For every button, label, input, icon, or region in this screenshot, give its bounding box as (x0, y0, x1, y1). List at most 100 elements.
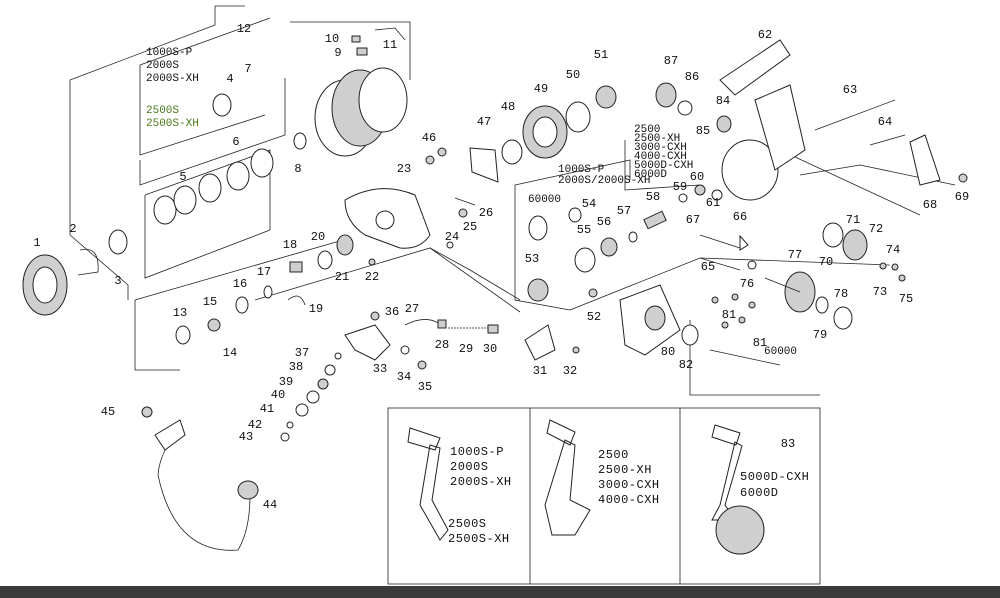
part-label-81: 81 (722, 308, 736, 322)
part-label-72: 72 (869, 222, 883, 236)
parts (22, 27, 968, 551)
handle-middle-variant-0: 2500 (598, 448, 629, 462)
part-label-29: 29 (459, 342, 473, 356)
part-label-42: 42 (248, 418, 262, 432)
part-label-5: 5 (179, 170, 186, 184)
part-label-77: 77 (788, 248, 802, 262)
part-label-8: 8 (294, 162, 301, 176)
handle-right-variant-1: 6000D (740, 486, 779, 500)
part-label-50: 50 (566, 68, 580, 82)
part-label-55: 55 (577, 223, 591, 237)
part-label-24: 24 (445, 230, 459, 244)
part-label-19: 19 (309, 302, 323, 316)
part-3-washer (108, 229, 128, 255)
part-label-10: 10 (325, 32, 339, 46)
part-label-71: 71 (846, 213, 860, 227)
part-label-22: 22 (365, 270, 379, 284)
part-label-78: 78 (834, 287, 848, 301)
part-label-54: 54 (582, 197, 596, 211)
body-variant-1: 2000S/2000S-XH (558, 175, 650, 187)
handle-right-variant-0: 5000D-CXH (740, 470, 809, 484)
handle-middle-variant-1: 2500-XH (598, 463, 652, 477)
part-4-washer (212, 93, 232, 117)
part-label-43: 43 (239, 430, 253, 444)
part-label-60: 60 (690, 170, 704, 184)
part-label-32: 32 (563, 364, 577, 378)
spool-variant-green-0: 2500S (146, 105, 179, 117)
part-label-73: 73 (873, 285, 887, 299)
part-label-81-b: 81 (753, 336, 767, 350)
part-label-41: 41 (260, 402, 274, 416)
part-label-26: 26 (479, 206, 493, 220)
reel-body (721, 139, 779, 201)
part-label-65: 65 (701, 260, 715, 274)
variant-labels: 1000S-P2000S2000S-XH2500S2500S-XH1000S-P… (146, 47, 809, 546)
part-label-46: 46 (422, 131, 436, 145)
part-label-14: 14 (223, 346, 237, 360)
handle-left-variant-green-1: 2500S-XH (448, 532, 510, 546)
part-label-2: 2 (69, 222, 76, 236)
handle-left-variant-1: 2000S (450, 460, 489, 474)
part-label-31: 31 (533, 364, 547, 378)
part-label-56: 56 (597, 215, 611, 229)
part-label-79: 79 (813, 328, 827, 342)
part-label-70: 70 (819, 255, 833, 269)
part-label-74: 74 (886, 243, 900, 257)
spool-variant-2: 2000S-XH (146, 73, 199, 85)
part-label-39: 39 (279, 375, 293, 389)
handle-middle-variant-2: 3000-CXH (598, 478, 660, 492)
part-label-4: 4 (226, 72, 233, 86)
part-label-13: 13 (173, 306, 187, 320)
part-44-bail-wire (157, 429, 251, 551)
part-label-3: 3 (114, 274, 121, 288)
part-label-45: 45 (101, 405, 115, 419)
part-label-69: 69 (955, 190, 969, 204)
part-label-62: 62 (758, 28, 772, 42)
part-label-83: 83 (781, 437, 795, 451)
part-label-35: 35 (418, 380, 432, 394)
part-label-1: 1 (33, 236, 40, 250)
part-label-76: 76 (740, 277, 754, 291)
part-label-9: 9 (334, 46, 341, 60)
spool-variant-green-1: 2500S-XH (146, 118, 199, 130)
part-label-12: 12 (237, 22, 251, 36)
part-label-80: 80 (661, 345, 675, 359)
handles (407, 419, 765, 555)
list-87-4: 5000D-CXH (634, 160, 693, 172)
part-label-17: 17 (257, 265, 271, 279)
list-87-3: 4000-CXH (634, 151, 687, 163)
part-label-30: 30 (483, 342, 497, 356)
part-label-75: 75 (899, 292, 913, 306)
part-label-47: 47 (477, 115, 491, 129)
part-label-6: 6 (232, 135, 239, 149)
part-label-33: 33 (373, 362, 387, 376)
spool-variant-0: 1000S-P (146, 47, 193, 59)
part-label-68: 68 (923, 198, 937, 212)
part-label-11: 11 (383, 38, 397, 52)
handle-left-variant-2: 2000S-XH (450, 475, 512, 489)
list-87-5: 6000D (634, 169, 667, 181)
part-label-59: 59 (673, 180, 687, 194)
part-label-27: 27 (405, 302, 419, 316)
part-label-16: 16 (233, 277, 247, 291)
part-label-57: 57 (617, 204, 631, 218)
part-6-drag-washer (226, 161, 250, 191)
part-label-34: 34 (397, 370, 411, 384)
part-label-52: 52 (587, 310, 601, 324)
part-label-66: 66 (733, 210, 747, 224)
list-87-1: 2500-XH (634, 133, 680, 145)
part-71-gear (842, 229, 868, 261)
part-label-84: 84 (716, 94, 730, 108)
part-label-49: 49 (534, 82, 548, 96)
list-87-2: 3000-CXH (634, 142, 687, 154)
part-label-7: 7 (244, 62, 251, 76)
part-label-58: 58 (646, 190, 660, 204)
part-label-15: 15 (203, 295, 217, 309)
part-label-63: 63 (843, 83, 857, 97)
footer-bar (0, 586, 1000, 598)
part-label-25: 25 (463, 220, 477, 234)
part-label-51: 51 (594, 48, 608, 62)
part-label-28: 28 (435, 338, 449, 352)
